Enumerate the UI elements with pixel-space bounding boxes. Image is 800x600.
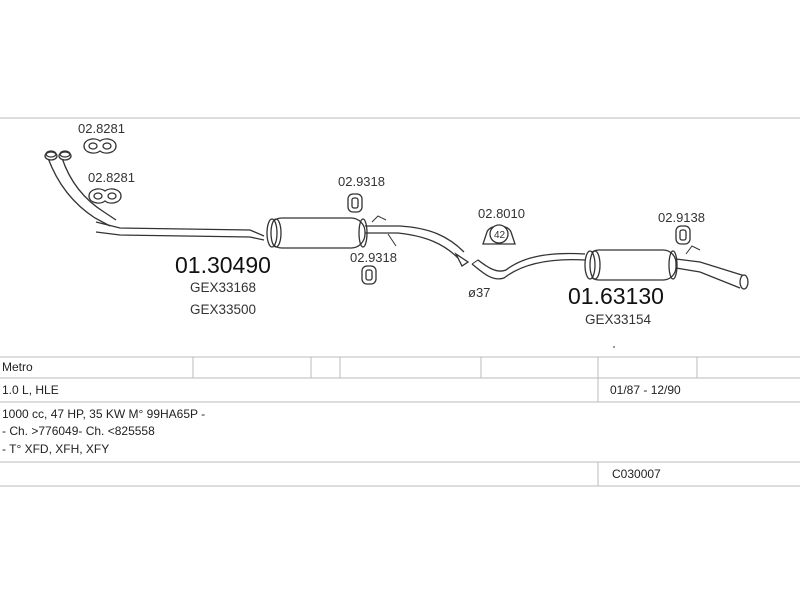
table-types: - T° XFD, XFH, XFY [2, 442, 110, 456]
hanger-3 [675, 225, 691, 245]
middle-pipe [365, 215, 470, 267]
front-section-number: 01.30490 [175, 252, 271, 278]
info-table-grid [0, 356, 800, 487]
clamp-size-label: 42 [494, 230, 506, 241]
part-label-2: 02.8281 [88, 170, 135, 185]
part-label-1: 02.8281 [78, 121, 125, 136]
tail-pipe [675, 245, 749, 290]
clamp [482, 224, 516, 245]
rear-silencer [584, 249, 678, 281]
table-period: 01/87 - 12/90 [610, 383, 681, 397]
front-silencer [266, 217, 368, 249]
rear-section-number: 01.63130 [568, 283, 664, 309]
part-label-5: 02.8010 [478, 206, 525, 221]
front-ref-2: GEX33500 [190, 302, 256, 317]
mount-rubber-2 [88, 188, 122, 204]
mount-rubber-1 [83, 138, 117, 154]
part-label-3: 02.9318 [338, 174, 385, 189]
hanger-2 [361, 265, 377, 285]
dot-mark [613, 346, 615, 348]
part-label-4: 02.9318 [350, 250, 397, 265]
hanger-1 [347, 193, 363, 213]
table-engine: 1.0 L, HLE [2, 383, 59, 397]
part-label-6: 02.9138 [658, 210, 705, 225]
front-downpipe [44, 150, 117, 227]
table-code: C030007 [612, 467, 661, 481]
front-ref-1: GEX33168 [190, 280, 256, 295]
rear-ref-1: GEX33154 [585, 312, 652, 327]
front-pipe [95, 221, 265, 241]
table-spec: 1000 cc, 47 HP, 35 KW M° 99HA65P - [2, 407, 206, 421]
diameter-label: ø37 [468, 285, 490, 300]
table-chassis: - Ch. >776049- Ch. <825558 [2, 424, 155, 438]
table-model: Metro [2, 360, 33, 374]
rear-pipe [471, 252, 586, 280]
